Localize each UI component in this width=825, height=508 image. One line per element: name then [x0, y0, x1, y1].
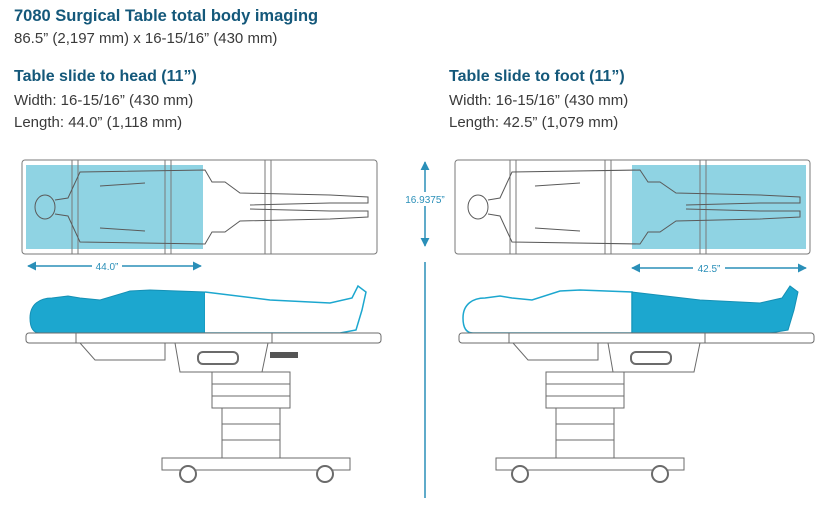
left-length-label: 44.0” — [96, 262, 119, 273]
right-patient-upper — [462, 289, 633, 334]
right-heading: Table slide to foot (11”) — [449, 68, 625, 85]
right-imaging-zone — [632, 165, 806, 249]
right-side-view — [458, 285, 815, 483]
right-patient-outline — [467, 169, 801, 245]
left-side-view — [25, 284, 382, 483]
table-dimensions: 86.5” (2,197 mm) x 16-15/16” (430 mm) — [14, 30, 278, 47]
left-patient-legs — [204, 284, 367, 334]
left-width-spec: Width: 16-15/16” (430 mm) — [14, 92, 194, 109]
left-table-top-view — [21, 159, 378, 255]
left-patient-outline — [34, 169, 369, 245]
right-length-spec: Length: 42.5” (1,079 mm) — [449, 114, 619, 131]
page-title: 7080 Surgical Table total body imaging — [14, 7, 319, 25]
right-patient-imaged — [631, 285, 799, 334]
left-length-spec: Length: 44.0” (1,118 mm) — [14, 114, 183, 131]
left-patient-imaged — [29, 289, 206, 334]
right-table-top-view — [454, 159, 811, 255]
left-heading: Table slide to head (11”) — [14, 68, 197, 85]
right-length-label: 42.5” — [698, 264, 721, 275]
left-imaging-zone — [26, 165, 203, 249]
width-label: 16.9375” — [405, 195, 444, 206]
right-width-spec: Width: 16-15/16” (430 mm) — [449, 92, 629, 109]
